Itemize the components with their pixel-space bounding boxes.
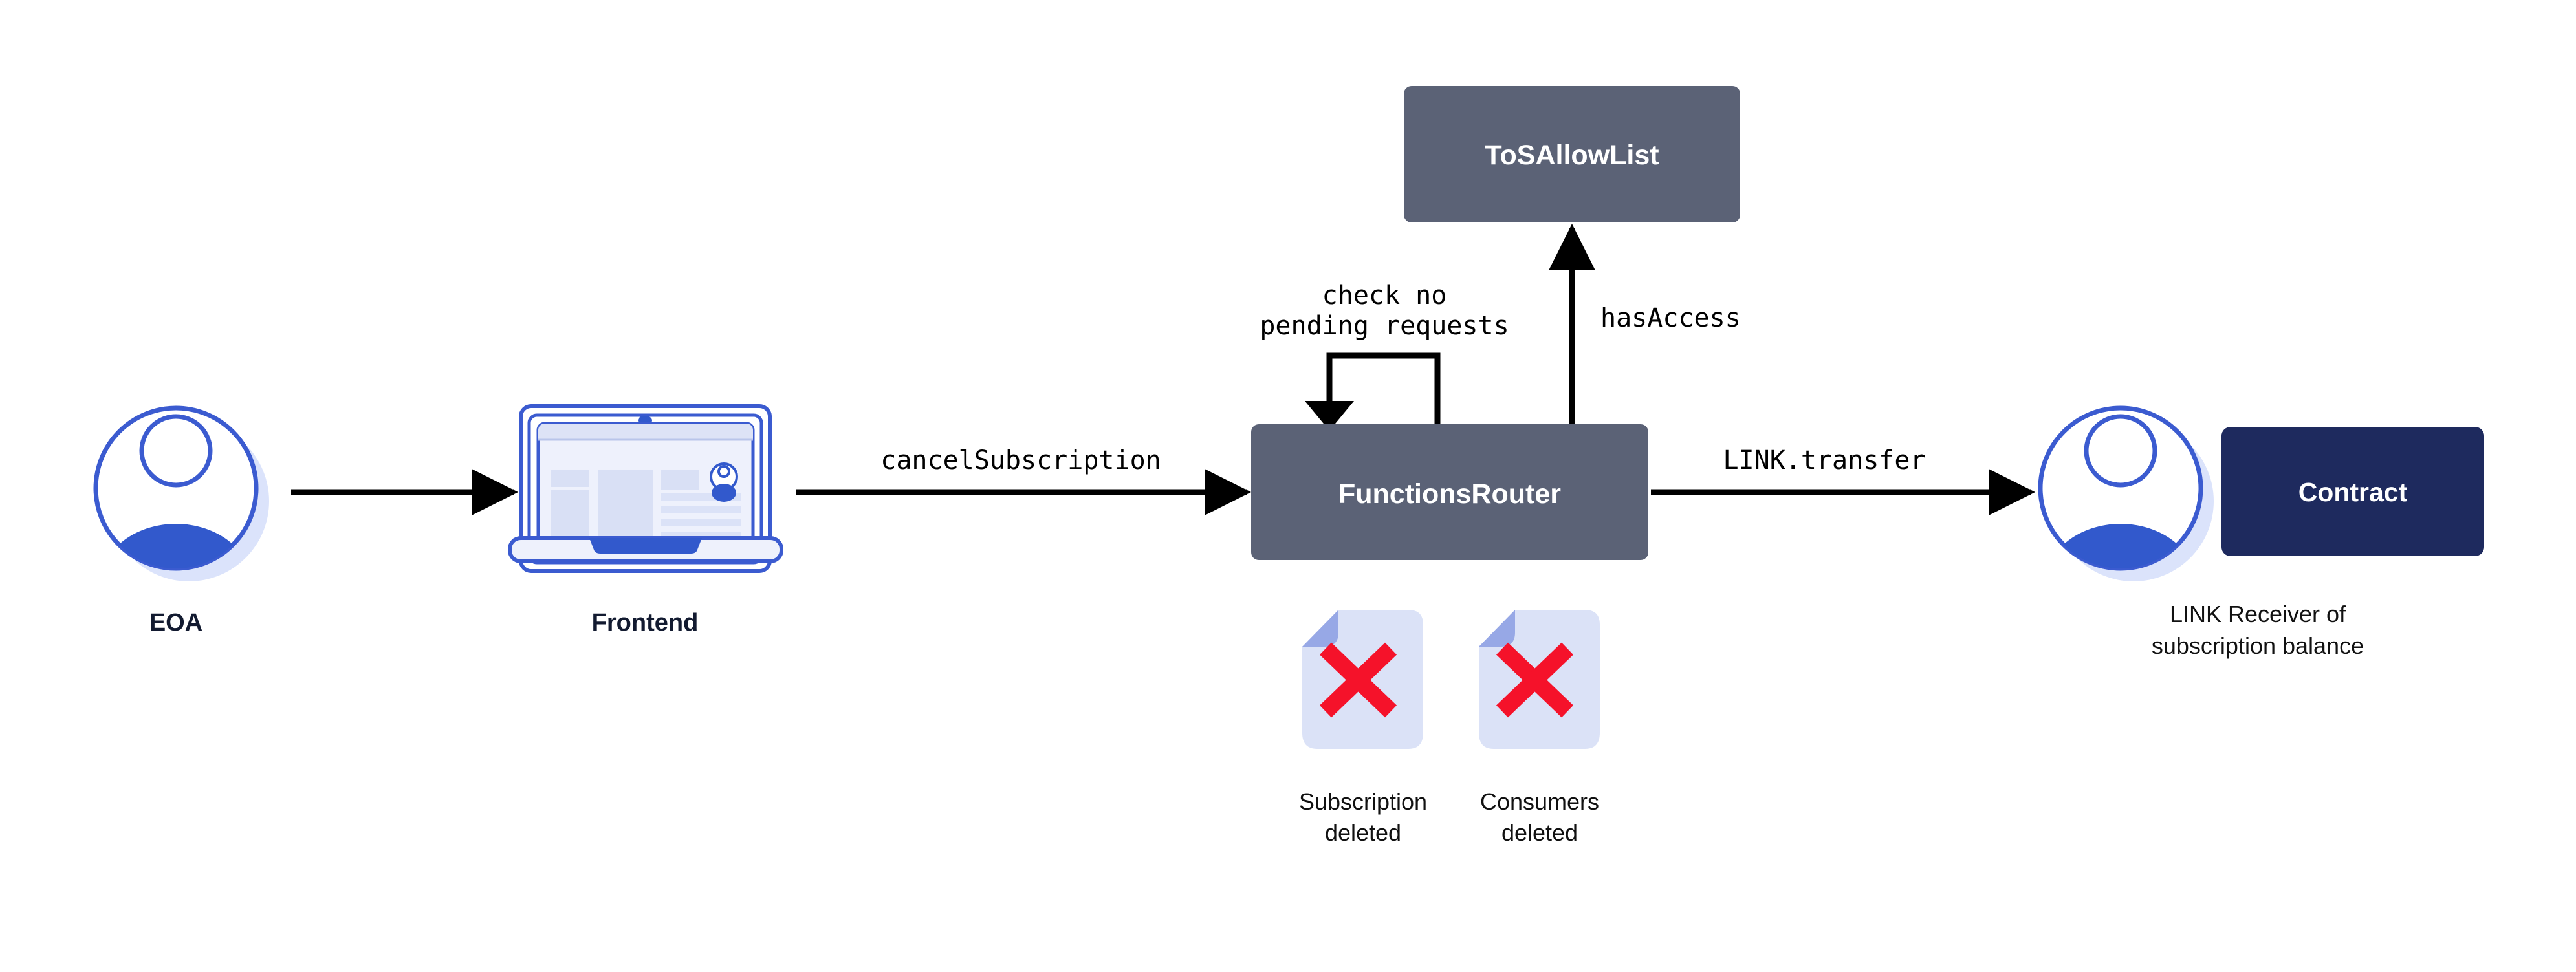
red-x-icon bbox=[1496, 642, 1574, 718]
edge-frontend-to-router: cancelSubscription bbox=[796, 446, 1251, 515]
artifact-subscription-deleted: Subscription deleted bbox=[1299, 610, 1427, 846]
edge-label-check-line2: pending requests bbox=[1260, 311, 1509, 341]
contract-node[interactable]: Contract bbox=[2221, 427, 2484, 556]
tos-allow-list-box[interactable] bbox=[1404, 86, 1740, 222]
self-loop-path bbox=[1326, 352, 1441, 426]
frontend-label: Frontend bbox=[592, 609, 699, 636]
artifact-consumers-deleted: Consumers deleted bbox=[1479, 610, 1600, 846]
artifact-caption-line2: deleted bbox=[1325, 819, 1401, 846]
artifact-caption-line1: Consumers bbox=[1480, 788, 1599, 815]
document-deleted-icon bbox=[1302, 610, 1423, 749]
red-x-icon bbox=[1319, 642, 1397, 718]
laptop-icon bbox=[508, 404, 783, 573]
edge-router-self-loop: check no pending requests bbox=[1260, 281, 1509, 431]
link-receiver-caption-line1: LINK Receiver of bbox=[2170, 601, 2346, 627]
functions-router-node[interactable]: FunctionsRouter bbox=[1251, 424, 1648, 560]
artifact-caption-line2: deleted bbox=[1501, 819, 1578, 846]
edge-router-to-tos: hasAccess bbox=[1549, 224, 1741, 424]
link-receiver-node: LINK Receiver of subscription balance bbox=[2038, 405, 2364, 659]
edge-label-link-transfer: LINK.transfer bbox=[1723, 446, 1925, 475]
edge-label-check-line1: check no bbox=[1322, 281, 1447, 310]
eoa-label: EOA bbox=[149, 609, 202, 636]
contract-label: Contract bbox=[2298, 477, 2408, 507]
edge-router-to-receiver: LINK.transfer bbox=[1651, 446, 2035, 515]
link-receiver-caption-line2: subscription balance bbox=[2152, 632, 2364, 659]
functions-router-label: FunctionsRouter bbox=[1338, 479, 1561, 510]
self-loop-arrowhead bbox=[1305, 401, 1354, 431]
contract-box[interactable] bbox=[2221, 427, 2484, 556]
functions-router-box[interactable] bbox=[1251, 424, 1648, 560]
user-avatar-icon bbox=[93, 405, 269, 581]
user-avatar-icon bbox=[2038, 405, 2214, 581]
eoa-node: EOA bbox=[93, 405, 269, 636]
edge-label-has-access: hasAccess bbox=[1600, 303, 1741, 333]
tos-allow-list-label: ToSAllowList bbox=[1485, 140, 1659, 171]
frontend-node: Frontend bbox=[508, 404, 783, 636]
document-deleted-icon bbox=[1479, 610, 1600, 749]
edge-label-cancel-subscription: cancelSubscription bbox=[880, 446, 1161, 475]
artifact-caption-line1: Subscription bbox=[1299, 788, 1427, 815]
tos-allow-list-node[interactable]: ToSAllowList bbox=[1404, 86, 1740, 222]
